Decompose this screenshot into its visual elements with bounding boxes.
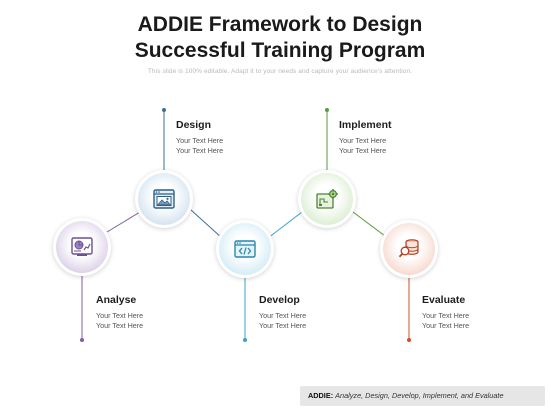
node-develop — [216, 220, 274, 278]
footer-text: Analyze, Design, Develop, Implement, and… — [335, 391, 504, 400]
connector-design-develop — [190, 209, 223, 239]
stage-text-design-1: Your Text Here — [176, 136, 224, 145]
node-analyse — [53, 218, 111, 276]
stage-text-analyse-1: Your Text Here — [96, 311, 144, 320]
title-line-2: Successful Training Program — [134, 39, 426, 62]
stage-name-evaluate: Evaluate — [422, 294, 466, 306]
image-window-icon — [153, 189, 175, 209]
analytics-report-icon — [71, 237, 93, 256]
stage-text-implement-2: Your Text Here — [339, 145, 387, 155]
node-ring-design — [138, 173, 190, 225]
stage-text-evaluate-1: Your Text Here — [422, 311, 470, 320]
node-evaluate — [380, 220, 438, 278]
label-evaluate: Evaluate Your Text Here Your Text Here — [422, 294, 469, 330]
stage-text-analyse-2: Your Text Here — [96, 320, 144, 330]
title-line-1: ADDIE Framework to Design — [137, 13, 423, 36]
stage-text-evaluate-2: Your Text Here — [422, 320, 470, 330]
page-title: ADDIE Framework to Design Successful Tra… — [0, 12, 560, 64]
leader-dot-analyse — [80, 338, 84, 342]
node-ring-analyse — [56, 221, 108, 273]
leader-dot-evaluate — [407, 338, 411, 342]
label-develop: Develop Your Text Here Your Text Here — [259, 294, 306, 330]
stage-text-develop-1: Your Text Here — [259, 311, 307, 320]
node-ring-implement — [301, 173, 353, 225]
leader-dot-develop — [243, 338, 247, 342]
stage-text-implement-1: Your Text Here — [339, 136, 387, 145]
label-analyse: Analyse Your Text Here Your Text Here — [96, 294, 143, 330]
leader-dot-design — [162, 108, 166, 112]
connector-analyse-design — [106, 211, 141, 233]
stage-name-implement: Implement — [339, 119, 392, 131]
code-window-icon — [234, 240, 256, 258]
subtitle: This slide is 100% editable. Adapt it to… — [147, 68, 413, 75]
connector-develop-implement — [267, 211, 303, 239]
connector-implement-evaluate — [352, 211, 386, 237]
node-ring-develop — [219, 223, 271, 275]
stage-text-develop-2: Your Text Here — [259, 320, 307, 330]
node-ring-evaluate — [383, 223, 435, 275]
footer-label: ADDIE: — [308, 391, 334, 400]
node-implement — [298, 170, 356, 228]
stage-name-design: Design — [176, 119, 212, 131]
stage-text-design-2: Your Text Here — [176, 145, 224, 155]
label-design: Design Your Text Here Your Text Here — [176, 119, 223, 155]
label-implement: Implement Your Text Here Your Text Here — [339, 119, 392, 155]
stage-name-analyse: Analyse — [96, 294, 137, 306]
leader-dot-implement — [325, 108, 329, 112]
node-design — [135, 170, 193, 228]
gear-board-icon — [316, 189, 338, 209]
footer-note: ADDIE: Analyze, Design, Develop, Impleme… — [300, 386, 545, 406]
database-search-icon — [398, 239, 419, 258]
stage-name-develop: Develop — [259, 294, 300, 306]
